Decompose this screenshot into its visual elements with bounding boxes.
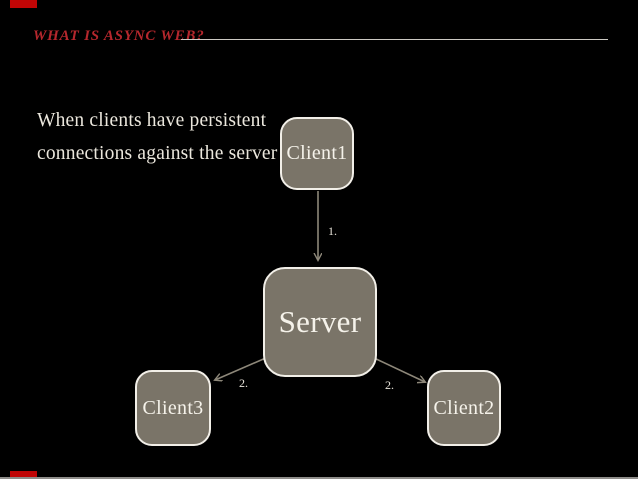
- red-accent-mark-top: [10, 0, 37, 8]
- slide-title: WHAT IS ASYNC WEB?: [33, 28, 205, 44]
- node-client1: Client1: [280, 117, 354, 190]
- red-accent-mark-bottom: [10, 471, 37, 479]
- node-client2-label: Client2: [433, 396, 495, 419]
- node-server: Server: [263, 267, 377, 377]
- node-client1-label: Client1: [286, 142, 348, 164]
- node-client3-label: Client3: [142, 396, 204, 419]
- node-server-label: Server: [278, 304, 362, 339]
- slide-body-text: When clients have persistent connections…: [37, 104, 277, 170]
- edge-label-1: 1.: [328, 224, 337, 238]
- edge-label-2-left: 2.: [239, 376, 248, 390]
- edge-server-to-client2: [371, 356, 425, 382]
- edge-label-2-right: 2.: [385, 378, 394, 392]
- title-rule-line: [181, 39, 608, 40]
- node-client2: Client2: [427, 370, 501, 446]
- body-text-line-1: When clients have persistent: [37, 110, 267, 131]
- body-text-line-2: connections against the server: [37, 143, 278, 164]
- bottom-edge-line: [0, 477, 638, 479]
- node-client3: Client3: [135, 370, 211, 446]
